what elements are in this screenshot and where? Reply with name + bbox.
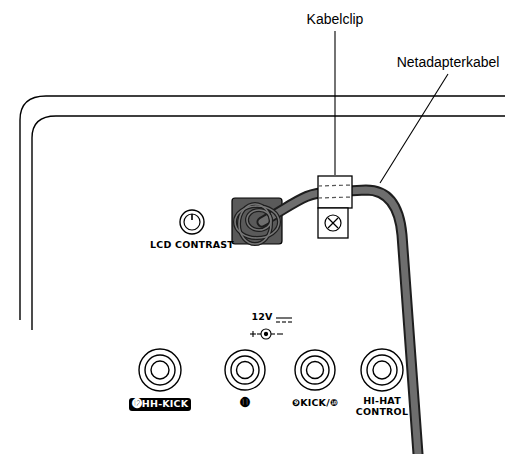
- jack-label: ❾KICK/❿: [292, 398, 338, 409]
- dc-symbol: [276, 318, 292, 322]
- jack-socket: [139, 349, 403, 391]
- callout-label: Kabelclip: [305, 11, 366, 27]
- polarity-symbol: [250, 329, 283, 339]
- panel-edge: [32, 116, 505, 330]
- callout-label: Netadapterkabel: [395, 54, 502, 70]
- cable-clip: [318, 176, 352, 238]
- jack-label: HI-HAT CONTROL: [354, 396, 410, 418]
- jack-label: ⓫: [240, 398, 250, 409]
- contrast-knob: [180, 210, 204, 234]
- housing-outline: [20, 96, 505, 320]
- panel-label: 12V: [251, 312, 272, 323]
- panel-label: LCD CONTRAST: [150, 240, 234, 251]
- adapter-cable: [235, 190, 418, 454]
- jack-label: ⓬HH-KICK: [129, 398, 192, 411]
